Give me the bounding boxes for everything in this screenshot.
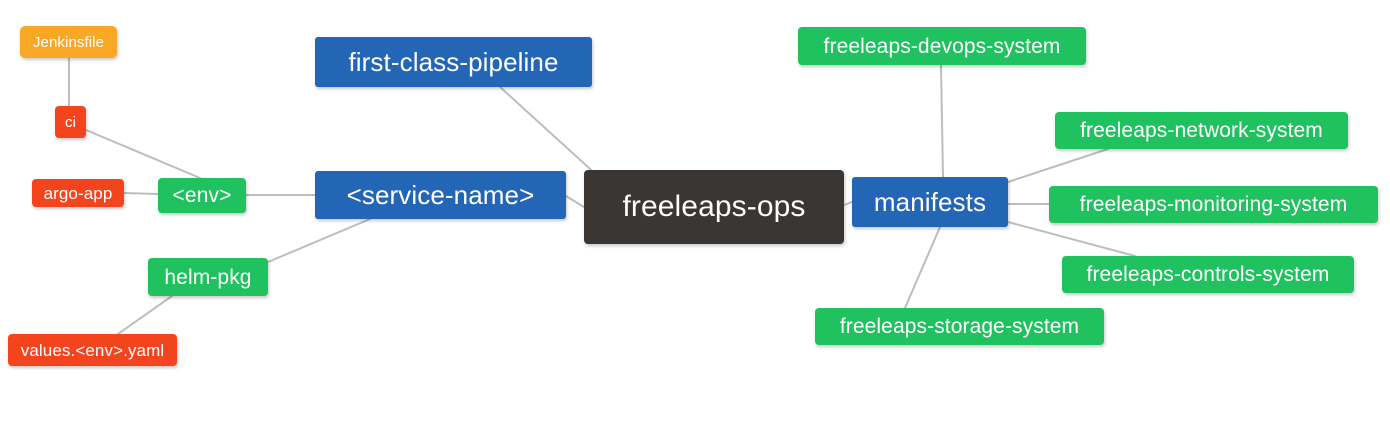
node-jenkinsfile[interactable]: Jenkinsfile (20, 26, 117, 58)
node-label: values.<env>.yaml (20, 340, 165, 360)
edge-env-to-ci (85, 129, 201, 179)
node-devops[interactable]: freeleaps-devops-system (798, 27, 1086, 65)
node-label: Jenkinsfile (32, 33, 105, 51)
node-controls[interactable]: freeleaps-controls-system (1062, 256, 1354, 293)
edge-manifests-to-controls (1007, 221, 1136, 257)
node-label: freeleaps-network-system (1080, 119, 1323, 142)
edge-helm-to-values (117, 295, 173, 335)
edge-manifests-to-devops (940, 64, 944, 178)
node-monitoring[interactable]: freeleaps-monitoring-system (1049, 186, 1378, 223)
edge-manifests-to-network (1007, 148, 1109, 183)
edge-manifests-to-storage (904, 226, 941, 309)
node-storage[interactable]: freeleaps-storage-system (815, 308, 1104, 345)
node-ci[interactable]: ci (55, 106, 86, 138)
node-values[interactable]: values.<env>.yaml (8, 334, 177, 366)
node-label: freeleaps-ops (622, 190, 806, 223)
node-label: ci (64, 113, 77, 131)
node-label: manifests (873, 187, 987, 217)
edge-env-to-argo (123, 192, 159, 195)
node-label: freeleaps-storage-system (839, 315, 1080, 338)
node-network[interactable]: freeleaps-network-system (1055, 112, 1348, 149)
node-argo[interactable]: argo-app (32, 179, 124, 207)
node-label: freeleaps-devops-system (823, 34, 1061, 58)
node-service[interactable]: <service-name> (315, 171, 566, 219)
node-label: argo-app (43, 183, 113, 203)
node-pipeline[interactable]: first-class-pipeline (315, 37, 592, 87)
edge-root-to-service (565, 195, 585, 208)
edge-service-to-helm (267, 218, 371, 263)
edge-root-to-pipeline (499, 86, 601, 179)
node-label: first-class-pipeline (348, 47, 559, 77)
node-label: helm-pkg (164, 265, 252, 289)
node-label: <service-name> (346, 180, 535, 210)
node-label: freeleaps-controls-system (1086, 263, 1330, 286)
node-helm[interactable]: helm-pkg (148, 258, 268, 296)
edge-root-to-manifests (843, 201, 853, 206)
node-root[interactable]: freeleaps-ops (584, 170, 844, 244)
node-label: freeleaps-monitoring-system (1079, 193, 1348, 216)
node-env[interactable]: <env> (158, 178, 246, 213)
node-label: <env> (172, 184, 232, 207)
node-manifests[interactable]: manifests (852, 177, 1008, 227)
